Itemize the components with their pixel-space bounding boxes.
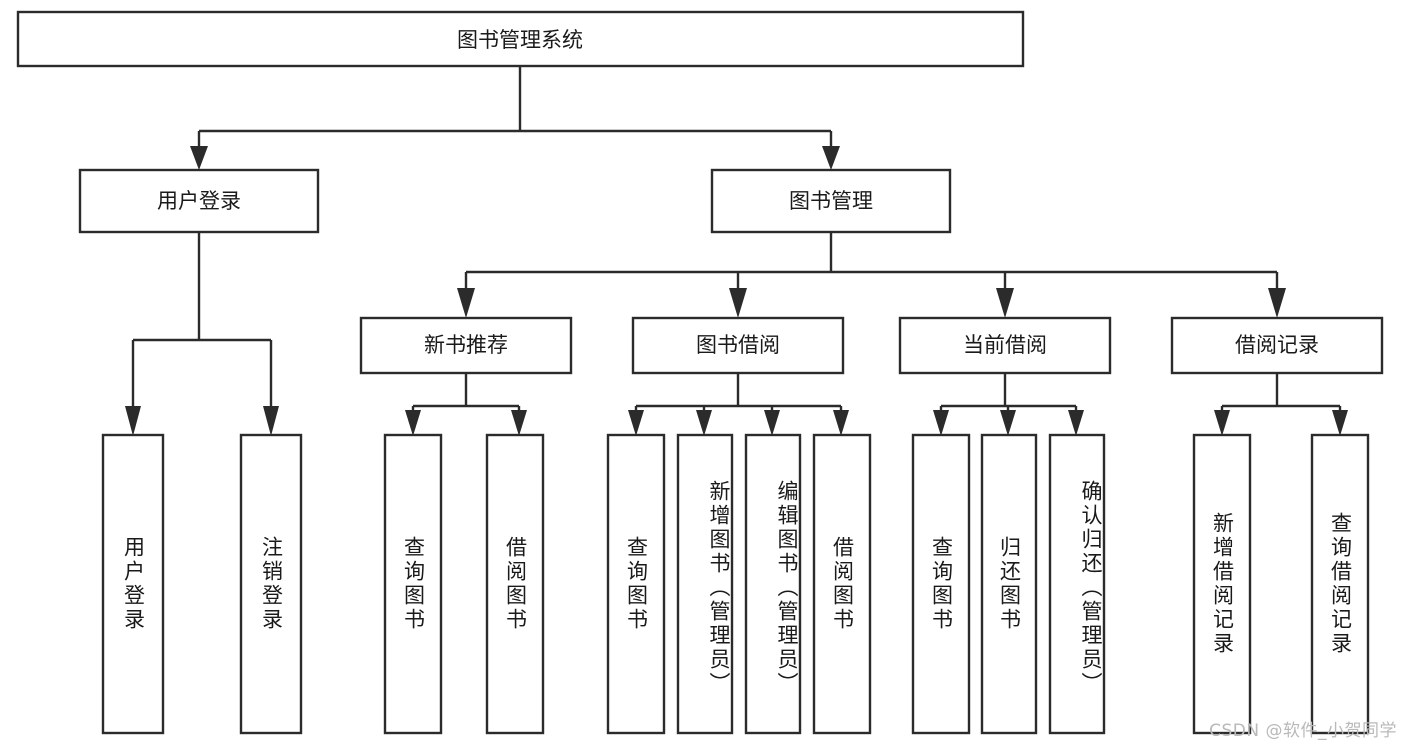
node-user-login-label: 用户登录 (157, 189, 241, 213)
arrowhead-leaf-return-book (1000, 410, 1016, 436)
connector-layer (125, 66, 1348, 436)
node-leaf-confirm-return[interactable] (1048, 433, 1106, 735)
csdn-watermark: CSDN @软件_小贺同学 (1209, 721, 1397, 741)
arrowhead-leaf-edit-book (764, 410, 780, 436)
arrowhead-current-borrow (996, 288, 1014, 318)
arrowhead-leaf-borrow-book-1 (511, 410, 527, 436)
arrowhead-borrow-record (1268, 288, 1286, 318)
node-leaf-user-logout[interactable] (239, 433, 303, 735)
node-borrow-record[interactable] (1170, 316, 1384, 375)
node-leaf-query-book-2[interactable] (606, 433, 666, 735)
node-leaf-borrow-book-2[interactable] (812, 433, 872, 735)
node-leaf-add-book[interactable] (676, 433, 734, 735)
arrowhead-leaf-query-book-2 (628, 410, 644, 436)
arrowhead-leaf-user-login (125, 406, 141, 436)
node-root-label: 图书管理系统 (457, 28, 583, 52)
node-leaf-query-record[interactable] (1310, 433, 1370, 735)
node-root[interactable] (16, 10, 1025, 68)
node-current-borrow-label: 当前借阅 (963, 333, 1047, 357)
arrowhead-book-borrow (729, 288, 747, 318)
arrowhead-user-login (190, 146, 208, 170)
arrowhead-new-book-recommend (457, 288, 475, 318)
arrowhead-leaf-confirm-return (1068, 410, 1084, 436)
node-leaf-user-login[interactable] (101, 433, 165, 735)
node-current-borrow[interactable] (898, 316, 1112, 375)
arrowhead-leaf-borrow-book-2 (833, 410, 849, 436)
node-book-borrow-label: 图书借阅 (696, 333, 780, 357)
node-borrow-record-label: 借阅记录 (1235, 333, 1319, 357)
node-leaf-query-book-1[interactable] (383, 433, 443, 735)
arrowhead-leaf-query-book-1 (405, 410, 421, 436)
arrowhead-leaf-user-logout (263, 406, 279, 436)
node-layer: 图书管理系统 用户登录 图书管理 新书推荐 图书借阅 当前借阅 借阅记录 (16, 10, 1384, 735)
node-leaf-query-book-3[interactable] (911, 433, 971, 735)
arrowhead-leaf-query-book-3 (933, 410, 949, 436)
node-leaf-add-record[interactable] (1192, 433, 1252, 735)
node-leaf-edit-book[interactable] (744, 433, 802, 735)
node-new-book-recommend[interactable] (359, 316, 573, 375)
arrowhead-leaf-add-record (1214, 410, 1230, 436)
node-leaf-return-book[interactable] (980, 433, 1038, 735)
arrowhead-leaf-add-book (696, 410, 712, 436)
node-book-management-label: 图书管理 (789, 189, 873, 213)
node-leaf-borrow-book-1[interactable] (485, 433, 545, 735)
node-book-borrow[interactable] (631, 316, 845, 375)
arrowhead-leaf-query-record (1332, 410, 1348, 436)
node-book-management[interactable] (710, 168, 952, 234)
node-user-login[interactable] (78, 168, 320, 234)
arrowhead-book-management (822, 146, 840, 170)
node-new-book-recommend-label: 新书推荐 (424, 333, 508, 357)
